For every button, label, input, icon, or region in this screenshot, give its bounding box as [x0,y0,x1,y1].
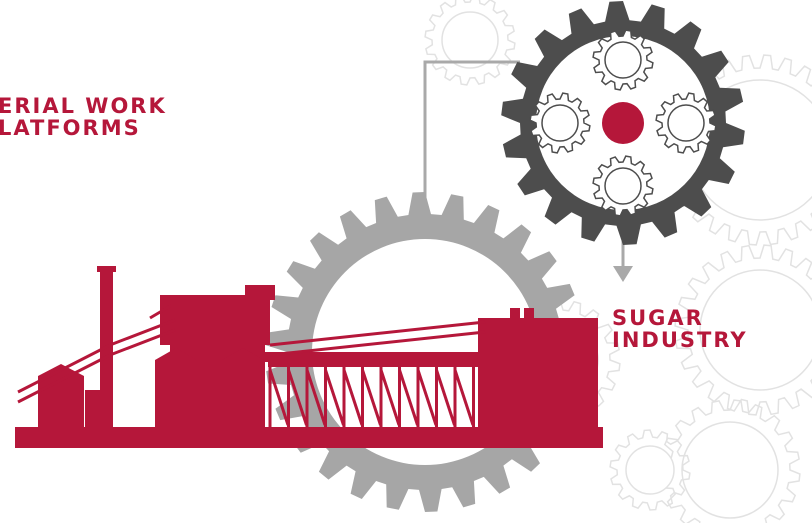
background-gear-icon [424,0,516,86]
colonnade-brace [361,369,382,426]
gear-hole [604,41,642,79]
gear-hole [441,11,499,69]
label-line: SUGAR [612,306,704,330]
colonnade-brace [324,369,345,426]
colonnade-brace [416,369,438,426]
background-gear-icon [609,429,691,511]
sugar-industry-label: SUGAR INDUSTRY [612,307,748,351]
colonnade-brace [379,369,401,426]
gear-hole [625,445,675,495]
colonnade-brace [435,369,456,426]
factory-icon [15,266,603,448]
gear-hole [541,104,579,142]
label-line: ERIAL WORK [0,94,167,118]
aerial-work-platforms-label: ERIAL WORK LATFORMS [0,95,167,139]
colonnade [268,367,475,428]
conveyor-trusses [17,303,486,404]
colonnade-brace [453,369,475,426]
gear-hole [699,269,812,391]
inner-gears [529,29,717,217]
colonnade-brace [342,369,364,426]
colonnade-brace [287,369,308,426]
connector-line-top [423,60,520,215]
background-gear-icon [674,244,812,416]
colonnade-brace [305,369,327,426]
colonnade-brace [268,369,290,426]
colonnade-brace [398,369,419,426]
center-dot-icon [602,102,644,144]
label-line: INDUSTRY [612,328,748,352]
gear-hole [681,421,779,519]
arrow-down-icon [613,266,633,282]
gear-hole [667,104,705,142]
label-line: LATFORMS [0,116,141,140]
gear-hole [604,167,642,205]
